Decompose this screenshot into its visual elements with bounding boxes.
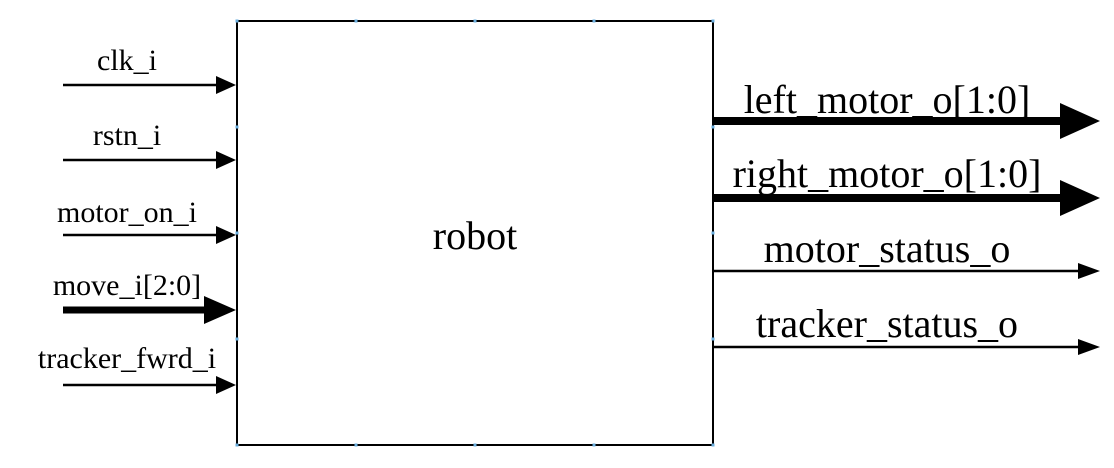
module-name-label: robot [433,213,517,258]
input-label-tracker-fwrd-i: tracker_fwrd_i [38,342,216,375]
selection-handles [235,19,715,447]
selection-handle[interactable] [235,125,239,129]
input-label-rstn-i: rstn_i [93,119,161,152]
output-ports: left_motor_o[1:0] right_motor_o[1:0]motor… [713,77,1100,355]
input-label-motor-on-i: motor_on_i [57,196,197,229]
output-arrowhead-right-motor-o-1-0 [1060,180,1100,216]
input-arrowhead-motor-on-i [216,226,236,244]
selection-handle[interactable] [235,337,239,341]
output-label-motor-status-o: motor_status_o [764,226,1011,271]
output-arrowhead-motor-status-o [1078,263,1100,279]
input-port-tracker-fwrd-i[interactable]: tracker_fwrd_i [38,342,236,394]
output-port-left-motor-o-1-0[interactable]: left_motor_o[1:0] [713,77,1100,139]
selection-handle[interactable] [235,443,239,447]
module-box[interactable] [236,20,714,446]
input-port-motor-on-i[interactable]: motor_on_i [57,196,236,244]
output-label-tracker-status-o: tracker_status_o [756,301,1018,346]
selection-handle[interactable] [473,443,477,447]
output-port-tracker-status-o[interactable]: tracker_status_o [713,301,1100,355]
output-arrowhead-tracker-status-o [1078,339,1100,355]
selection-handle[interactable] [592,443,596,447]
input-arrowhead-move-i-2-0 [204,296,236,324]
input-label-clk-i: clk_i [97,44,157,77]
input-arrowhead-clk-i [216,76,236,94]
selection-handle[interactable] [473,19,477,23]
selection-handle[interactable] [711,337,715,341]
output-label-right-motor-o-1-0: right_motor_o[1:0] [733,151,1042,196]
selection-handle[interactable] [711,125,715,129]
selection-handle[interactable] [711,443,715,447]
input-port-move-i-2-0[interactable]: move_i[2:0] [53,269,236,324]
selection-handle[interactable] [711,231,715,235]
selection-handle[interactable] [235,19,239,23]
selection-handle[interactable] [235,231,239,235]
output-arrowhead-left-motor-o-1-0 [1060,103,1100,139]
selection-handle[interactable] [354,443,358,447]
input-label-move-i-2-0: move_i[2:0] [53,269,201,302]
input-arrowhead-tracker-fwrd-i [216,376,236,394]
output-port-right-motor-o-1-0[interactable]: right_motor_o[1:0] [713,151,1100,216]
selection-handle[interactable] [354,19,358,23]
input-port-clk-i[interactable]: clk_i [63,44,236,94]
output-port-motor-status-o[interactable]: motor_status_o [713,226,1100,279]
input-arrowhead-rstn-i [216,151,236,169]
input-port-rstn-i[interactable]: rstn_i [63,119,236,169]
input-ports: clk_i rstn_i motor_on_i move_i[2:0] tracker_… [38,44,236,394]
selection-handle[interactable] [592,19,596,23]
selection-handle[interactable] [711,19,715,23]
output-label-left-motor-o-1-0: left_motor_o[1:0] [744,77,1031,122]
